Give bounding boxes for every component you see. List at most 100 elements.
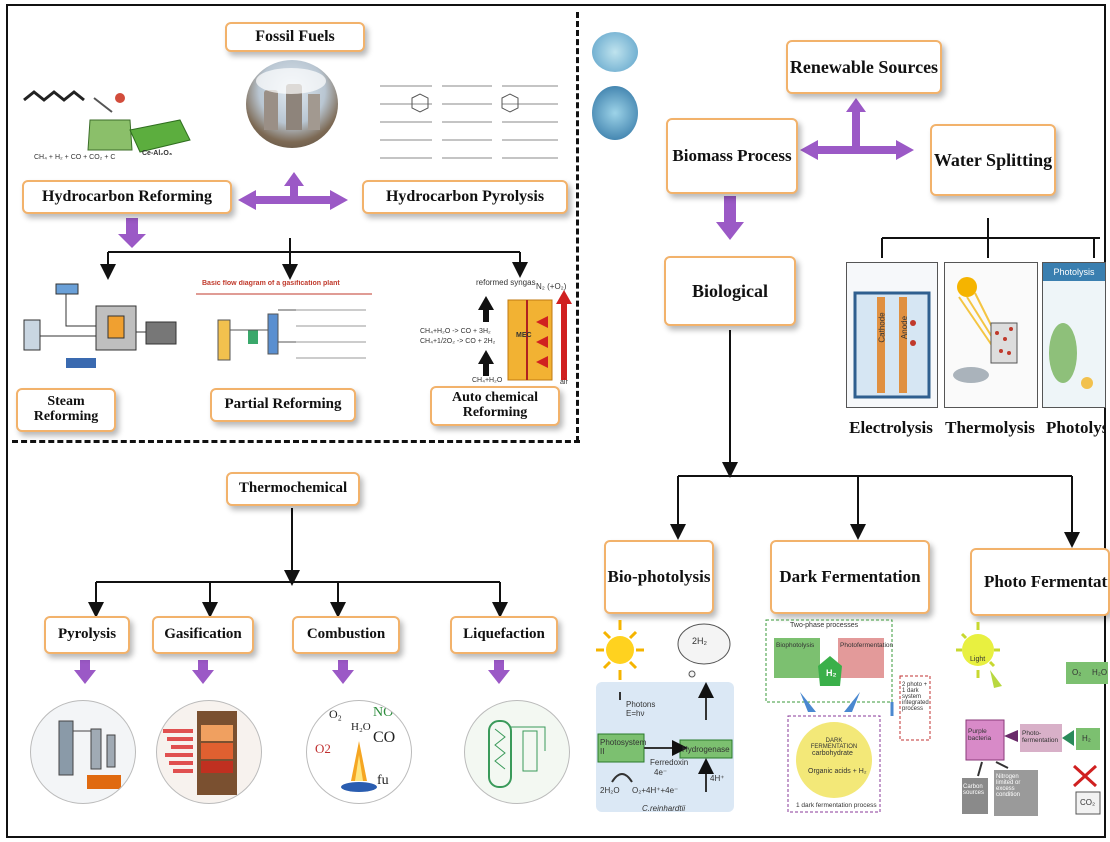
gasification-diagram-title: Basic flow diagram of a gasification pla… <box>202 280 340 287</box>
air-label: air <box>560 379 568 386</box>
reformed-syngas-label: reformed syngas <box>476 278 536 287</box>
photo-fermentation-label: Photo Fermentation <box>984 572 1108 592</box>
dark-fermentation-box: Dark Fermentation <box>770 540 930 614</box>
pf-h2-label: H₂ <box>1082 734 1091 743</box>
df-process-label: 1 dark fermentation process <box>796 802 877 809</box>
combustion-image: O₂ H₂O CO NO O2 fu <box>306 700 412 804</box>
partial-reforming-box: Partial Reforming <box>210 388 356 422</box>
bio-photolysis-diagram: 2H₂ Photons E=hν Photosystem II Hydrogen… <box>592 616 738 816</box>
gasification-reactor-image <box>156 700 262 804</box>
dark-fermentation-diagram: Two-phase processes Biophotolysis Photof… <box>760 616 936 816</box>
liquefaction-box: Liquefaction <box>450 616 558 654</box>
df-integrated-label: 2 photo + 1 dark system integrated proce… <box>902 682 929 712</box>
ch4-h2o-label: CH₄+H₂O <box>472 377 503 384</box>
hydrocarbon-pyrolysis-box: Hydrocarbon Pyrolysis <box>362 180 568 214</box>
renewable-sources-label: Renewable Sources <box>789 56 939 77</box>
hydrocarbon-reforming-label: Hydrocarbon Reforming <box>42 187 212 205</box>
thermolysis-image <box>944 262 1038 408</box>
pf-carbon-label: Carbon sources <box>963 784 985 796</box>
mec-label: MEC <box>516 332 532 339</box>
combustion-no-label: NO <box>373 705 394 720</box>
photolysis-panel-title: Photolysis <box>1043 263 1105 281</box>
water-splitting-bracket <box>881 218 1100 258</box>
auto-chemical-reforming-label: Auto chemical Reforming <box>452 390 538 420</box>
thermochemical-box: Thermochemical <box>226 472 360 506</box>
combustion-box: Combustion <box>292 616 400 654</box>
hydrocarbon-reforming-box: Hydrocarbon Reforming <box>22 180 232 214</box>
df-h2-label: H₂ <box>826 668 837 678</box>
partial-reforming-label: Partial Reforming <box>224 396 342 413</box>
df-photofermentation-label: Photofermentation <box>840 642 894 649</box>
cathode-label: Cathode <box>877 312 887 343</box>
df-biophotolysis-label: Biophotolysis <box>776 642 815 649</box>
power-plant-image <box>246 60 338 148</box>
biomass-process-box: Biomass Process <box>666 118 798 194</box>
fossil-branch-lines <box>100 238 528 280</box>
photosystem-label: Photosystem II <box>600 738 647 756</box>
water-eq-label: 2H₂O <box>600 786 620 795</box>
df-carbohydrate-label: carbohydrate <box>812 750 853 757</box>
pf-o2-label: O₂ <box>1072 668 1082 677</box>
mec-equation-2: CH₄+1/2O₂ -> CO + 2H₂ <box>420 338 496 345</box>
combustion-o2-label: O₂ <box>329 707 342 721</box>
pyrolysis-box: Pyrolysis <box>44 616 130 654</box>
catalyst-label: Ce-Al₂O₃ <box>142 150 173 157</box>
fossil-double-arrow <box>238 172 348 210</box>
mec-equation-1: CH₄+H₂O -> CO + 3H₂ <box>420 328 491 335</box>
renewable-icons-image <box>590 32 640 140</box>
combustion-fu-label: fu <box>377 773 389 788</box>
pf-co2-label: CO₂ <box>1080 798 1096 807</box>
pyrolysis-label: Pyrolysis <box>57 626 117 643</box>
liquefaction-reactor-image <box>464 700 570 804</box>
pf-h2o-label: H₂O <box>1092 668 1108 677</box>
section-divider-vertical <box>576 12 579 442</box>
df-title-label: Two-phase processes <box>790 622 859 629</box>
gasification-box: Gasification <box>152 616 254 654</box>
anode-label: Anode <box>900 315 910 340</box>
biological-label: Biological <box>692 280 768 301</box>
df-organic-label: Organic acids + H₂ <box>808 768 867 775</box>
biological-box: Biological <box>664 256 796 326</box>
photolysis-label: Photolysis <box>1046 418 1104 437</box>
water-splitting-label: Water Splitting <box>933 149 1053 170</box>
photo-fermentation-diagram: Light Purple bacteria Photo-fermentation… <box>948 620 1108 820</box>
photons-label: Photons E=hν <box>626 700 656 718</box>
pf-light-label: Light <box>970 656 986 663</box>
electrolysis-label: Electrolysis <box>849 418 933 437</box>
combustion-co-label: CO <box>373 729 396 746</box>
thermolysis-label: Thermolysis <box>945 418 1035 437</box>
organism-label: C.reinhardtii <box>642 804 686 813</box>
steam-reforming-box: Steam Reforming <box>16 388 116 432</box>
pyrolysis-reactor-image <box>30 700 136 804</box>
partial-reforming-diagram: Basic flow diagram of a gasification pla… <box>196 280 372 380</box>
section-divider-horizontal <box>12 440 580 443</box>
four-e-label: 4e⁻ <box>654 768 668 777</box>
bio-photolysis-box: Bio-photolysis <box>604 540 714 614</box>
photo-fermentation-box: Photo Fermentation <box>970 548 1110 616</box>
biological-branch-lines <box>670 330 1080 548</box>
electrolysis-image: Cathode Anode <box>846 262 938 408</box>
liquefaction-label: Liquefaction <box>463 626 545 643</box>
auto-chemical-reforming-box: Auto chemical Reforming <box>430 386 560 426</box>
biomass-down-arrow <box>716 196 744 240</box>
mec-reforming-schematic: reformed syngas N₂ (+O₂) CH₄+H₂O -> CO +… <box>416 276 582 388</box>
fossil-fuels-label: Fossil Fuels <box>255 27 335 45</box>
steam-reforming-schematic <box>16 276 186 380</box>
dark-fermentation-label: Dark Fermentation <box>779 567 921 587</box>
bio-photolysis-label: Bio-photolysis <box>607 567 711 587</box>
pf-purple-label: Purple bacteria <box>968 728 992 742</box>
outer-frame <box>6 4 1106 838</box>
bio-h2-label: 2H₂ <box>692 636 707 646</box>
df-dark-label: DARK FERMENTATION <box>810 738 858 750</box>
thermo-down-arrows <box>74 660 510 684</box>
water-splitting-box: Water Splitting <box>930 124 1056 196</box>
hydrogenase-label: Hydrogenase <box>682 745 730 754</box>
thermochemical-branch-lines <box>88 508 508 618</box>
renewable-double-arrow <box>800 98 914 160</box>
pf-nitrogen-label: Nitrogen limited or excess condition <box>996 774 1021 798</box>
combustion-o2b-label: O2 <box>315 741 331 756</box>
photolysis-image: Photolysis <box>1042 262 1106 408</box>
combustion-h2o-label: H₂O <box>351 721 371 733</box>
pyrolysis-reactions-image <box>372 76 568 174</box>
